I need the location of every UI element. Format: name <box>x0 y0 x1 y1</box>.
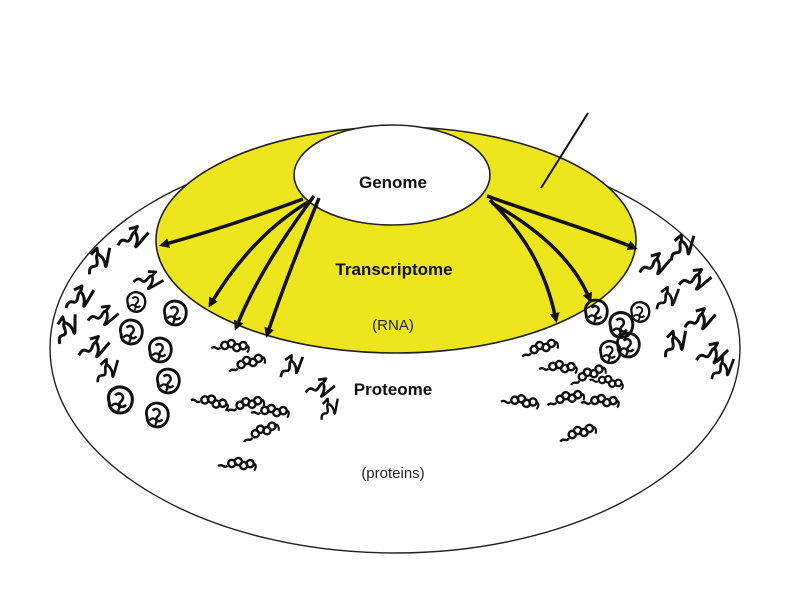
squiggle-protein-icon <box>56 314 77 345</box>
squiggle-protein-icon <box>320 397 339 420</box>
squiggle-protein-icon <box>116 225 150 249</box>
squiggle-protein-icon <box>96 358 120 383</box>
squiggle-protein-icon <box>664 329 688 358</box>
globular-protein-icon <box>126 291 147 313</box>
squiggle-protein-icon <box>655 285 681 310</box>
chain-protein-icon <box>228 353 267 373</box>
squiggle-protein-icon <box>670 233 696 261</box>
globular-protein-icon <box>145 401 170 429</box>
proteome-label: Proteome <box>354 380 432 399</box>
chain-protein-icon <box>243 421 280 443</box>
arrow-right-2 <box>488 198 560 323</box>
proteins-label: (proteins) <box>361 465 424 482</box>
arrow-right-3 <box>491 201 593 303</box>
squiggle-protein-icon <box>64 284 96 309</box>
globular-protein-icon <box>119 318 144 346</box>
transcriptome-label: Transcriptome <box>335 260 452 279</box>
globular-protein-icon <box>106 385 134 415</box>
squiggle-protein-icon <box>279 353 305 378</box>
expression-arrows <box>159 194 638 338</box>
globular-protein-icon <box>156 367 181 395</box>
chain-protein-icon <box>546 389 586 407</box>
squiggle-protein-icon <box>710 355 736 380</box>
chain-protein-icon <box>589 374 624 391</box>
chain-protein-icon <box>570 364 607 386</box>
pointer-line <box>540 112 589 189</box>
chain-protein-icon <box>226 395 266 413</box>
globular-protein-icon <box>630 301 651 323</box>
squiggle-protein-icon <box>304 377 336 398</box>
arrow-left-3 <box>233 194 316 331</box>
squiggle-protein-icon <box>86 304 120 327</box>
chain-protein-icon <box>521 338 560 358</box>
globular-protein-icon <box>599 339 622 365</box>
chain-protein-icon <box>500 394 540 410</box>
arrow-left-4 <box>264 197 321 338</box>
genome-ellipse <box>293 124 491 226</box>
arrow-right-1 <box>486 194 638 251</box>
globular-protein-icon <box>608 311 635 339</box>
arrow-left-1 <box>159 197 304 248</box>
chain-protein-icon <box>190 394 229 412</box>
squiggle-protein-icon <box>638 252 672 276</box>
squiggle-protein-icon <box>677 268 713 291</box>
chain-protein-icon <box>538 359 578 375</box>
rna-label: (RNA) <box>372 317 414 334</box>
chain-protein-icon <box>217 456 257 472</box>
squiggle-protein-icon <box>683 307 717 331</box>
genome-label: Genome <box>359 173 427 192</box>
arrow-left-2 <box>208 200 309 308</box>
squiggle-protein-icon <box>77 335 111 359</box>
chain-protein-icon <box>210 338 250 354</box>
squiggle-protein-icon <box>88 246 112 275</box>
chain-protein-icon <box>559 423 598 443</box>
globular-protein-icon <box>584 298 609 326</box>
protein-clusters <box>56 225 736 472</box>
squiggle-protein-icon <box>132 270 165 290</box>
globular-protein-icon <box>148 336 173 364</box>
chain-protein-icon <box>250 403 290 419</box>
globular-protein-icon <box>163 299 188 327</box>
chain-protein-icon <box>580 393 620 409</box>
